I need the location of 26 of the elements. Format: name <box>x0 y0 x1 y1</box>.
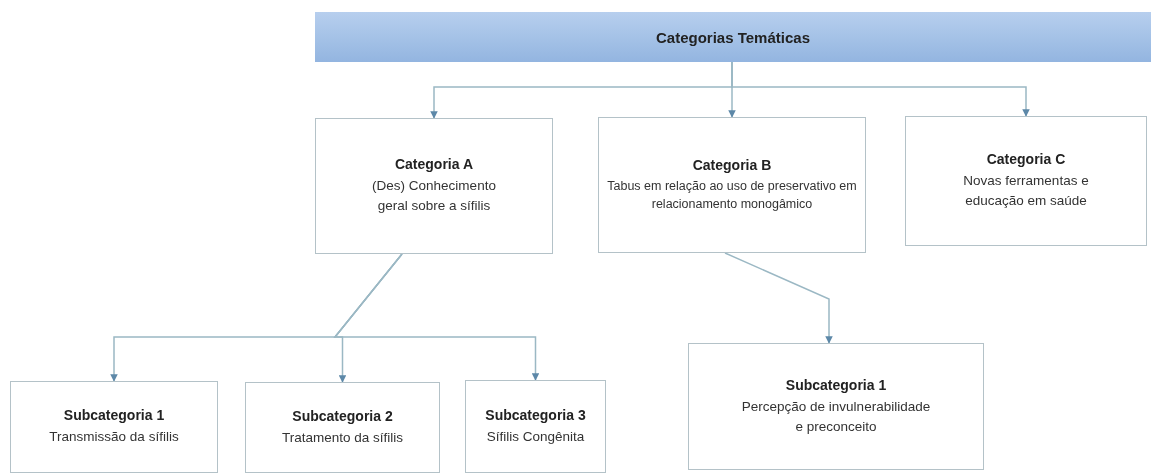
box-description: Transmissão da sífilis <box>48 428 180 447</box>
box-title: Subcategoria 1 <box>785 376 887 393</box>
box-title: Categorias Temáticas <box>656 28 810 46</box>
arrow <box>333 253 540 381</box>
category-box <box>905 116 1147 246</box>
category-box <box>598 117 866 253</box>
category-box <box>688 343 984 470</box>
box-description: Tratamento da sífilis <box>280 428 404 447</box>
box-description: Percepção de invulnerabilidade e preconceito <box>740 397 932 436</box>
box-title: Subcategoria 2 <box>291 407 394 424</box>
box-title: Subcategoria 3 <box>484 406 587 423</box>
arrow <box>731 61 1030 117</box>
category-box <box>245 382 440 473</box>
box-title: Categoria B <box>692 156 772 173</box>
box-description: Tabus em relação ao uso de preservativo em relacionamento monogâmico <box>606 177 858 213</box>
header-bar <box>315 12 1151 62</box>
arrow <box>724 252 833 344</box>
box-description: Novas ferramentas e educação em saúde <box>962 172 1090 210</box>
box-description: (Des) Conhecimento geral sobre a sífilis <box>371 177 497 215</box>
box-title: Subcategoria 1 <box>62 407 166 424</box>
box-description: Sífilis Congênita <box>485 427 586 446</box>
box-title: Categoria A <box>394 156 474 173</box>
category-box <box>10 381 218 473</box>
category-box <box>315 118 553 254</box>
box-title: Categoria C <box>986 151 1066 168</box>
category-box <box>465 380 606 473</box>
